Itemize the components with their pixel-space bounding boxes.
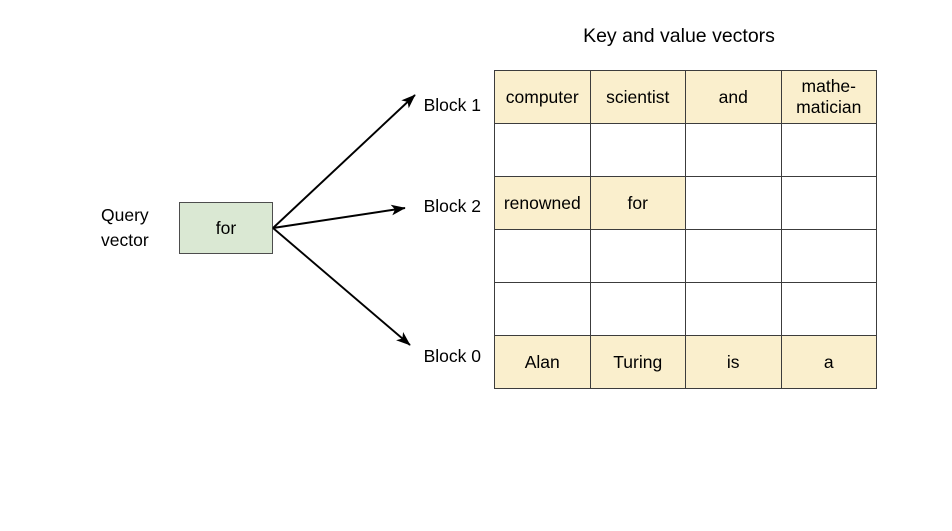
block-label-1: Block 1 [423, 95, 481, 115]
query-vector-value: for [215, 217, 237, 238]
key-value-vectors-table: computer scientist and mathe-matician renown… [494, 70, 877, 389]
cell-text: Turing [613, 351, 663, 372]
table-cell-r3-c1: renowned [494, 176, 591, 230]
table-cell-r3-c3 [685, 176, 782, 230]
table-cell-r6-c2: Turing [589, 335, 686, 389]
query-vector-box: for [179, 202, 273, 254]
table-cell-r6-c3: is [685, 335, 782, 389]
table-cell-r6-c4: a [780, 335, 877, 389]
query-vector-label-line-2: vector [101, 230, 149, 250]
cell-text: is [726, 351, 740, 372]
table-cell-r1-c3: and [685, 70, 782, 124]
table-cell-r4-c1 [494, 229, 591, 283]
arrow-to-block-2 [272, 204, 406, 229]
table-cell-r6-c1: Alan [494, 335, 591, 389]
page-title: Key and value vectors [583, 25, 775, 47]
cell-text: renowned [503, 192, 581, 213]
table-cell-r5-c2 [589, 282, 686, 336]
cell-text: scientist [606, 86, 670, 107]
cell-text: computer [505, 86, 579, 107]
table-cell-r1-c1: computer [494, 70, 591, 124]
table-cell-r4-c4 [780, 229, 877, 283]
table-cell-r3-c4 [780, 176, 877, 230]
table-row [494, 123, 877, 177]
cell-text: a [823, 351, 834, 372]
cell-text-line-2: matician [796, 97, 862, 117]
table-cell-r1-c2: scientist [589, 70, 686, 124]
cell-text: for [627, 192, 648, 213]
table-cell-r4-c2 [589, 229, 686, 283]
block-label-0: Block 0 [423, 346, 481, 366]
arrow-to-block-1 [272, 94, 416, 229]
cell-text-line-1: mathe- [801, 76, 856, 96]
table-cell-r4-c3 [685, 229, 782, 283]
table-cell-r2-c3 [685, 123, 782, 177]
table-body: computer scientist and mathe-matician renown… [494, 70, 877, 389]
arrow-to-block-0 [272, 227, 411, 346]
table-row [494, 282, 877, 336]
table-row: renowned for [494, 176, 877, 230]
query-vector-label: Query vector [101, 203, 175, 253]
table-cell-r5-c4 [780, 282, 877, 336]
table-cell-r3-c2: for [589, 176, 686, 230]
table-cell-r1-c4: mathe-matician [780, 70, 877, 124]
table-cell-r2-c1 [494, 123, 591, 177]
block-label-2: Block 2 [423, 196, 481, 216]
table-row [494, 229, 877, 283]
table-cell-r2-c2 [589, 123, 686, 177]
table-cell-r5-c3 [685, 282, 782, 336]
cell-text: and [718, 86, 748, 107]
cell-text: Alan [524, 351, 560, 372]
table-cell-r2-c4 [780, 123, 877, 177]
table-row: Alan Turing is a [494, 335, 877, 389]
table-cell-r5-c1 [494, 282, 591, 336]
table-row: computer scientist and mathe-matician [494, 70, 877, 124]
query-vector-label-line-1: Query [101, 205, 149, 225]
